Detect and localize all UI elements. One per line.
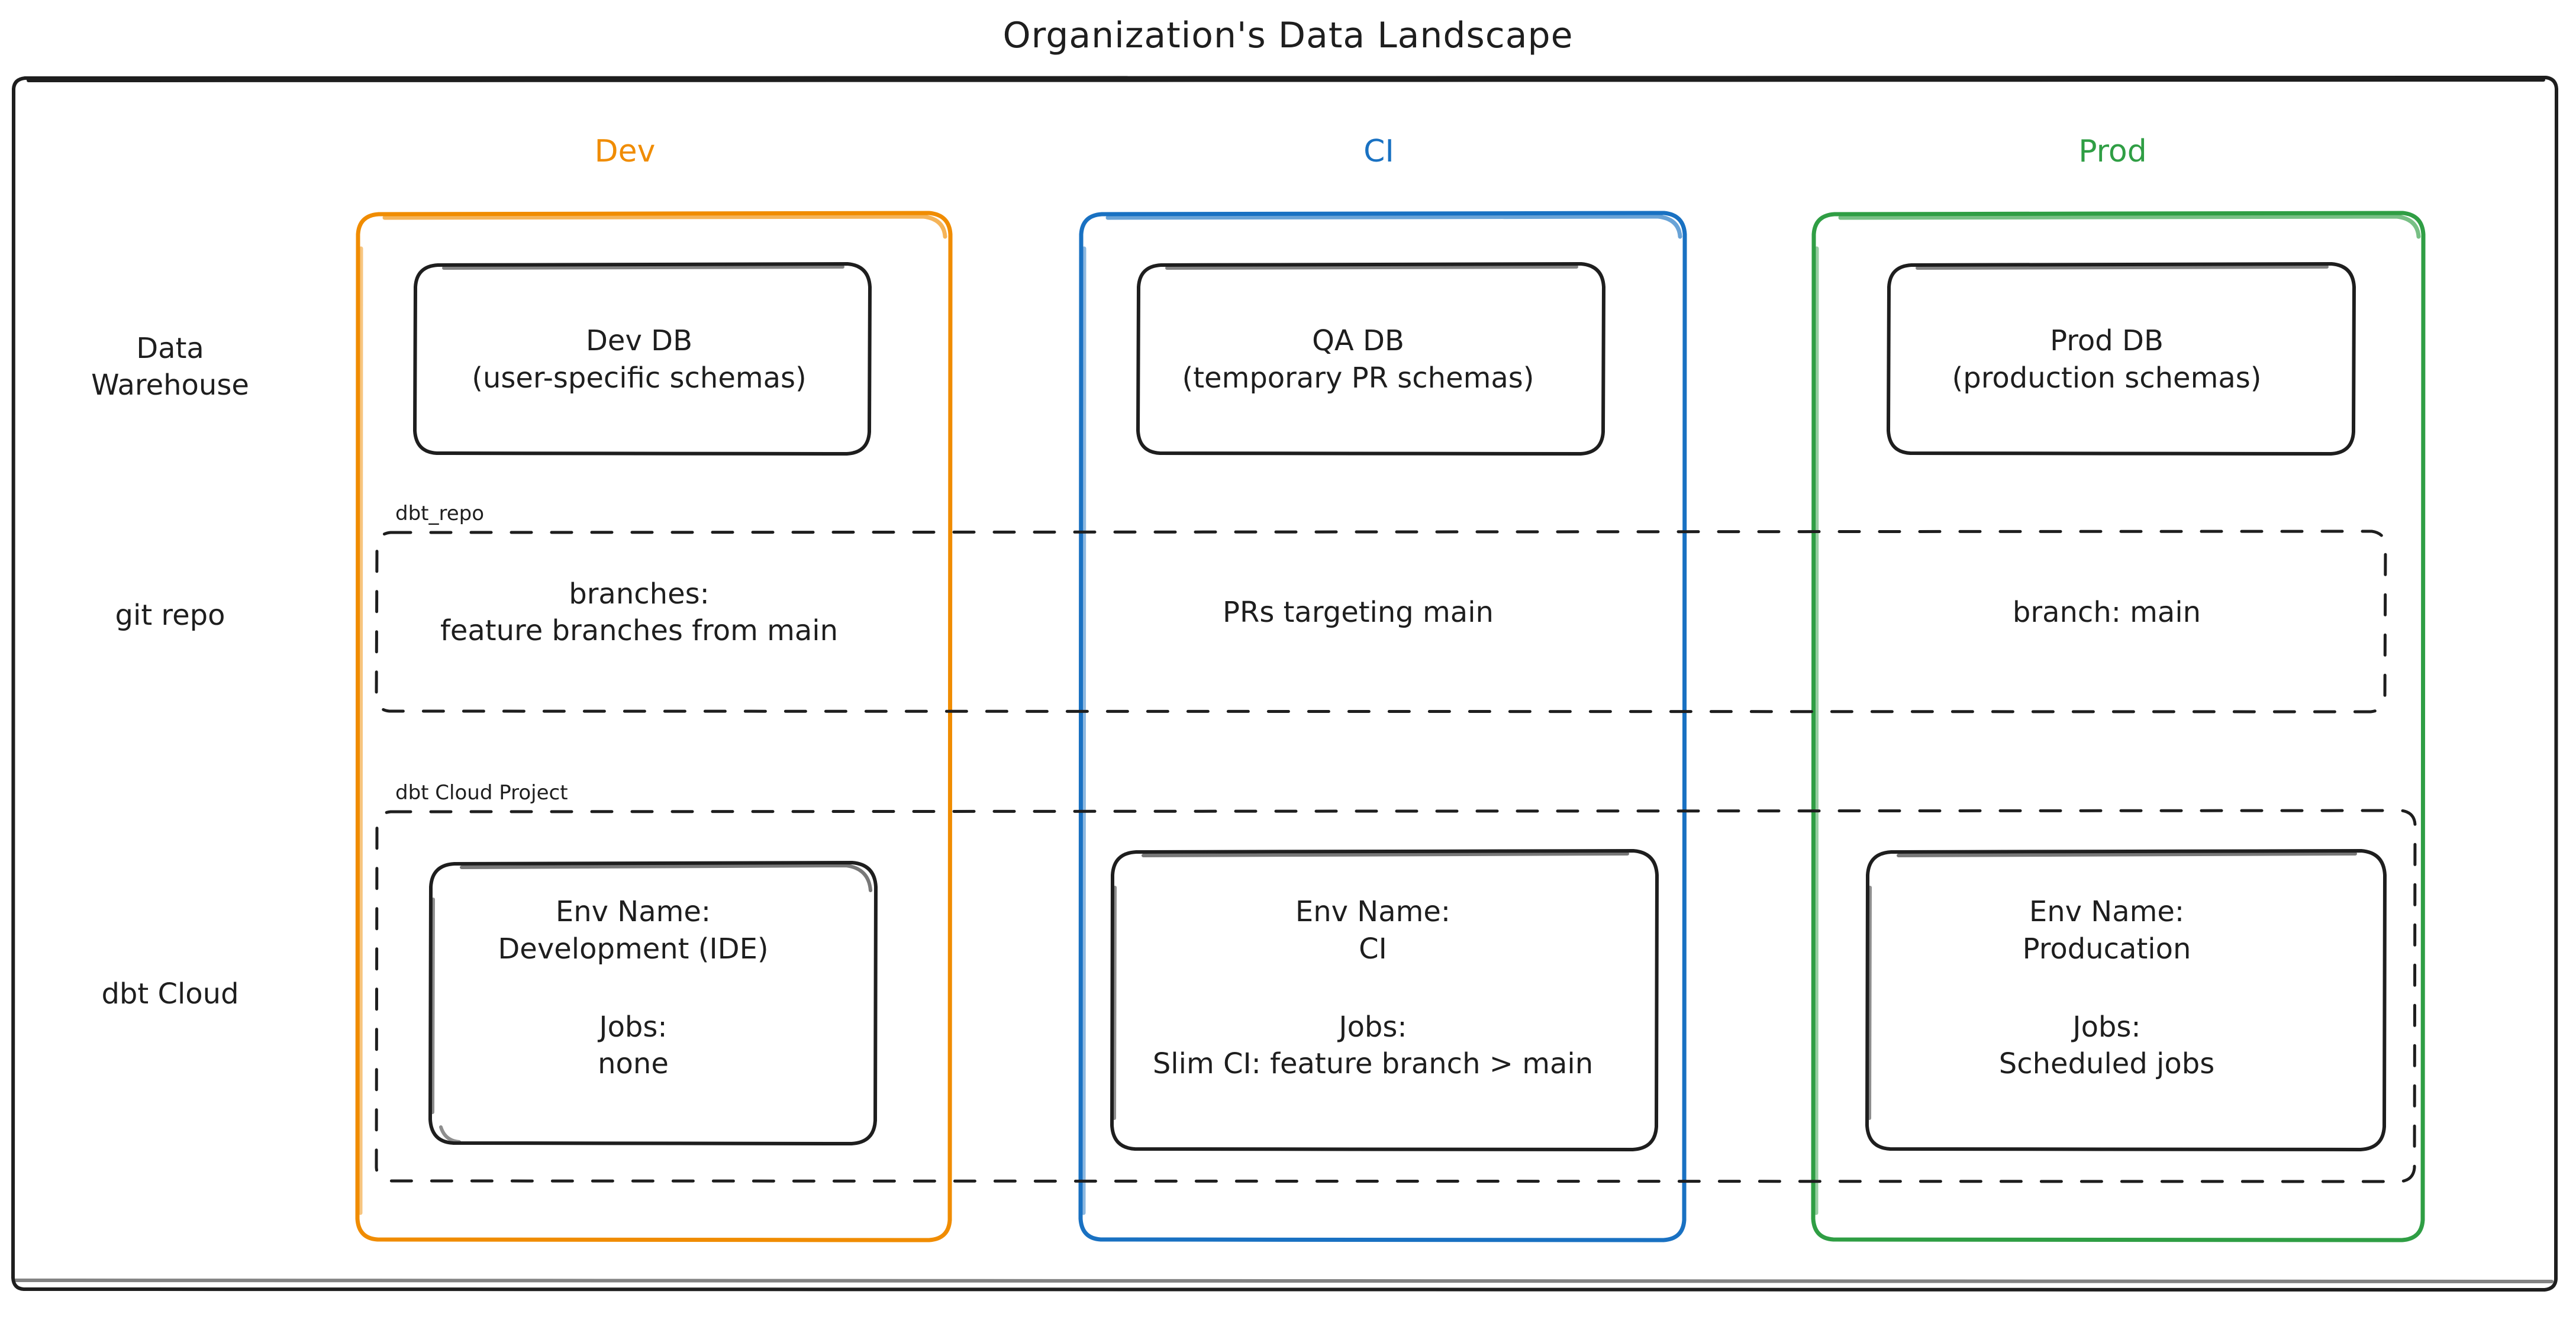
node-ci-dbt-env-value: CI: [1359, 932, 1387, 966]
node-prod-dbt-jobs-value: Scheduled jobs: [1998, 1047, 2215, 1081]
node-dev-dbt-jobs-label: Jobs:: [599, 1011, 668, 1044]
node-ci-dbt-env-label: Env Name:: [1295, 895, 1451, 929]
node-prod-db-title: Prod DB: [2050, 324, 2164, 358]
node-qa-db-detail: (temporary PR schemas): [1182, 361, 1534, 395]
node-prod-dbt-environment: Env Name: Producation Jobs: Scheduled jo…: [1858, 864, 2355, 1112]
column-header-ci: CI: [1363, 134, 1394, 170]
group-label-dbt-repo: dbt_repo: [395, 501, 485, 525]
node-ci-git-prs: PRs targeting main: [1223, 595, 1494, 629]
node-prod-dbt-jobs-label: Jobs:: [2072, 1011, 2141, 1044]
node-dev-db-title: Dev DB: [585, 324, 693, 358]
node-prod-dbt-env-value: Producation: [2022, 932, 2191, 966]
column-header-dev: Dev: [594, 134, 656, 170]
node-dev-db-detail: (user-specific schemas): [472, 361, 807, 395]
node-dev-dbt-jobs-value: none: [598, 1047, 669, 1081]
page-title: Organization's Data Landscape: [1002, 15, 1574, 56]
node-qa-db-title: QA DB: [1312, 324, 1404, 358]
node-dev-db: Dev DB (user-specific schemas): [420, 296, 858, 423]
node-ci-dbt-jobs-value: Slim CI: feature branch > main: [1152, 1047, 1594, 1081]
group-label-dbt-cloud-project: dbt Cloud Project: [395, 780, 568, 805]
node-ci-dbt-environment: Env Name: CI Jobs: Slim CI: feature bran…: [1107, 864, 1639, 1112]
node-prod-git-branch: branch: main: [2012, 595, 2201, 629]
node-qa-db: QA DB (temporary PR schemas): [1133, 296, 1583, 423]
node-dev-git-branches: branches: feature branches from main: [440, 577, 839, 647]
row-label-git-repo: git repo: [115, 598, 225, 632]
row-label-dbt-cloud: dbt Cloud: [101, 977, 239, 1011]
node-dev-dbt-environment: Env Name: Development (IDE) Jobs: none: [414, 864, 852, 1112]
column-header-prod: Prod: [2078, 134, 2147, 170]
node-prod-db: Prod DB (production schemas): [1882, 296, 2332, 423]
node-dev-dbt-env-label: Env Name:: [555, 895, 711, 929]
row-label-data-warehouse: Data Warehouse: [91, 331, 249, 402]
node-dev-dbt-env-value: Development (IDE): [498, 932, 769, 966]
node-prod-dbt-env-label: Env Name:: [2029, 895, 2185, 929]
node-prod-db-detail: (production schemas): [1952, 361, 2262, 395]
node-ci-dbt-jobs-label: Jobs:: [1339, 1011, 1407, 1044]
